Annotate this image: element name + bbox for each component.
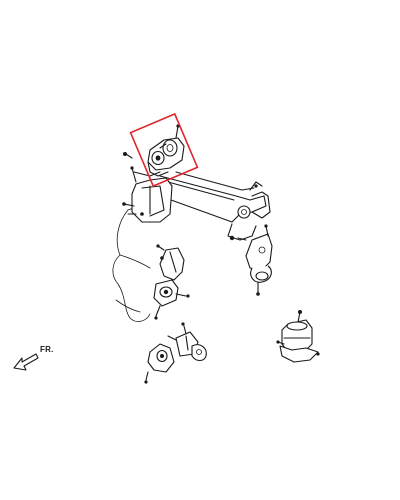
upper-torque-mount xyxy=(147,124,185,177)
center-transmission-mount xyxy=(153,244,190,320)
front-direction-arrow xyxy=(13,353,39,371)
right-side-mount xyxy=(237,224,273,296)
subframe-crossmember xyxy=(159,171,271,241)
upper-mount-bracket xyxy=(122,152,173,223)
front-lower-mount xyxy=(144,322,207,384)
hydraulic-engine-mount xyxy=(276,310,320,363)
highlight-box xyxy=(129,112,199,188)
engine-block xyxy=(112,206,161,322)
front-direction-label: FR. xyxy=(40,345,54,354)
